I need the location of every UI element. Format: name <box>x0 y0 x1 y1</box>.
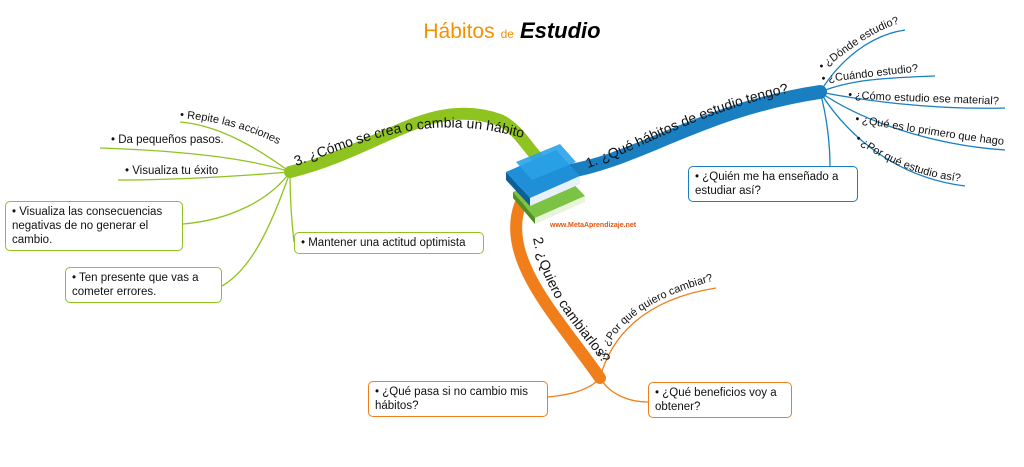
green-main-branch <box>284 107 548 178</box>
page-title: Hábitos de Estudio <box>0 18 1024 44</box>
green-box-errores: • Ten presente que vas a cometer errores… <box>65 267 222 303</box>
green-box-optimista: • Mantener una actitud optimista <box>294 232 484 254</box>
blue-branch-label: 1. ¿Qué hábitos de estudio tengo? <box>583 80 789 171</box>
title-word-estudio: Estudio <box>519 18 601 43</box>
blue-main-branch <box>558 85 827 179</box>
green-sub-branches <box>99 121 295 287</box>
blue-leaf-2: • ¿Cuándo estudio? <box>821 63 918 85</box>
svg-text:• ¿Cuándo estudio?: • ¿Cuándo estudio? <box>821 63 918 85</box>
svg-text:• ¿Qué es lo primero que hago: • ¿Qué es lo primero que hago <box>854 113 1004 148</box>
blue-leaf-4: • ¿Qué es lo primero que hago <box>854 113 1004 148</box>
blue-sub-branches <box>819 29 1006 187</box>
title-word-de: de <box>500 27 514 41</box>
stack-of-books-icon <box>506 144 585 224</box>
blue-box-quien: • ¿Quién me ha enseñado a estudiar así? <box>688 166 858 202</box>
website-label: www.MetaAprendizaje.net <box>550 222 637 229</box>
svg-text:• ¿Cómo estudio ese material?: • ¿Cómo estudio ese material? <box>848 89 1000 108</box>
green-box-consecuencias: • Visualiza las consecuencias negativas … <box>5 201 183 251</box>
orange-box-beneficios: • ¿Qué beneficios voy a obtener? <box>648 382 792 418</box>
svg-text:• ¿Por qué estudio así?: • ¿Por qué estudio así? <box>853 133 961 185</box>
orange-main-branch <box>510 199 606 384</box>
orange-sub-branches <box>547 287 717 403</box>
blue-leaf-5: • ¿Por qué estudio así? <box>853 133 961 185</box>
orange-box-que-pasa: • ¿Qué pasa si no cambio mis hábitos? <box>368 381 548 417</box>
svg-text:1. ¿Qué hábitos de estudio ten: 1. ¿Qué hábitos de estudio tengo? <box>583 80 789 171</box>
green-leaf-3: • Visualiza tu éxito <box>125 165 219 177</box>
green-leaf-2: • Da pequeños pasos. <box>111 134 224 146</box>
blue-leaf-3: • ¿Cómo estudio ese material? <box>848 89 1000 108</box>
title-word-habitos: Hábitos <box>423 20 495 43</box>
